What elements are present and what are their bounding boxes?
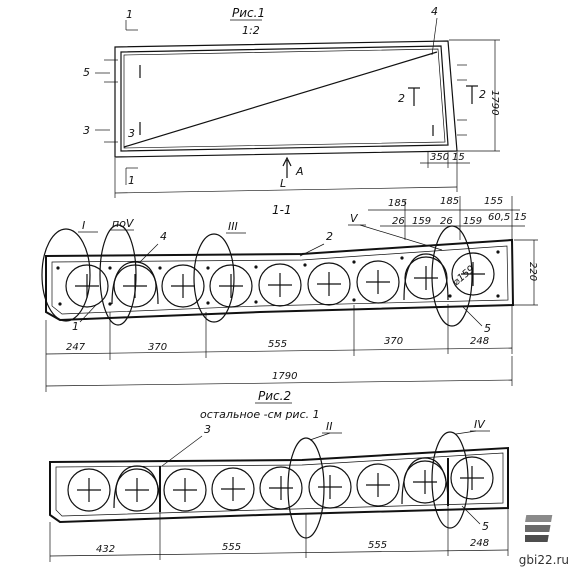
marker-5: 5 (83, 66, 90, 79)
section-outline (45, 238, 515, 322)
marker-3-inner: 3 (128, 127, 135, 140)
top-dim-185b: 185 (440, 196, 459, 207)
fig2-callout-iv: IV (474, 418, 486, 431)
watermark-text: gbi22.ru (518, 553, 569, 567)
callout-ellipse-v (431, 225, 473, 327)
top-dim-155: 155 (484, 196, 503, 207)
slab-outline-inner (120, 45, 449, 152)
fig2-dim-248: 248 (470, 538, 489, 549)
core (356, 260, 400, 304)
callout-ellipse-pov (99, 224, 137, 326)
core (451, 252, 495, 296)
core (65, 264, 109, 308)
fig2-dim-555a: 555 (222, 542, 241, 553)
callout-ellipse-iii (193, 233, 235, 323)
fig1-height-dim: 1790 (489, 90, 500, 115)
total-length: 1790 (272, 371, 297, 382)
core (403, 460, 447, 504)
site-logo-icon (525, 515, 553, 542)
callout-5: 5 (484, 322, 491, 335)
bottom-dim-370b: 370 (384, 336, 403, 347)
fig2-hollow-cores (67, 456, 494, 512)
fig1-span-l: L (280, 177, 286, 190)
fig2-callout-ii: II (326, 420, 333, 433)
section-1-1: 1-1 185 185 155 26 159 26 159 60,5 15 22… (41, 196, 538, 392)
marker-4: 4 (431, 5, 438, 18)
core (115, 468, 159, 512)
core (211, 467, 255, 511)
callout-1: 1 (72, 320, 79, 333)
marker-2-inner: 2 (398, 92, 405, 105)
core (450, 456, 494, 500)
fig2-subtitle: остальное -см рис. 1 (200, 408, 320, 421)
callout-i: I (82, 219, 85, 232)
core (209, 264, 253, 308)
fig2-section-outline (49, 446, 509, 524)
fig2-title: Рис.2 (258, 389, 291, 403)
top-dim-26a: 26 (392, 216, 405, 227)
core (163, 468, 207, 512)
callout-v: V (350, 212, 359, 225)
bottom-dim-248: 248 (470, 336, 489, 347)
top-dim-26b: 26 (440, 216, 453, 227)
section-height-dim: 220 (527, 262, 538, 281)
fig1-arrow-a: A (295, 165, 304, 178)
core (307, 262, 351, 306)
callout-ellipse-i (41, 228, 91, 322)
marker-3-left: 3 (83, 124, 90, 137)
callout-2: 2 (326, 230, 333, 243)
core (259, 466, 303, 510)
figure-2: Рис.2 остальное -см рис. 1 3 II (49, 389, 509, 562)
callout-iii: III (228, 220, 238, 233)
fig2-callout-5: 5 (482, 520, 489, 533)
callout-pov: поV (112, 217, 135, 230)
fig1-title: Рис.1 (232, 6, 265, 20)
fig2-callout-ellipse-iv (431, 431, 469, 529)
top-dim-60-5: 60,5 (488, 212, 510, 223)
core (67, 468, 111, 512)
hollow-cores (65, 252, 495, 308)
figure-1: Рис.1 1:2 1 5 3 3 4 2 2 (83, 5, 500, 198)
top-dim-15: 15 (514, 212, 527, 223)
fig1-edge-15: 15 (452, 152, 465, 163)
fig1-ratio: 1:2 (242, 24, 260, 37)
bottom-dim-555: 555 (268, 339, 287, 350)
fig2-callout-3: 3 (204, 423, 211, 436)
slab-outline-outer (114, 40, 458, 158)
top-dim-185a: 185 (388, 198, 407, 209)
marker-1-top: 1 (126, 8, 133, 21)
top-dim-159a: 159 (412, 216, 431, 227)
core (404, 256, 448, 300)
bottom-dim-247: 247 (66, 342, 86, 353)
bottom-dim-370a: 370 (148, 342, 167, 353)
core (161, 264, 205, 308)
core (308, 465, 352, 509)
fig2-dim-432: 432 (96, 544, 115, 555)
top-dim-159b: 159 (463, 216, 482, 227)
callout-4: 4 (160, 230, 167, 243)
section-title: 1-1 (272, 203, 292, 217)
core (258, 263, 302, 307)
core (356, 463, 400, 507)
fig1-edge-350: 350 (430, 152, 449, 163)
fig2-dim-555b: 555 (368, 540, 387, 551)
diagonal-line (123, 51, 438, 148)
marker-1-bottom: 1 (128, 174, 135, 187)
marker-2-outer: 2 (479, 88, 486, 101)
rebar-dots (56, 250, 500, 306)
